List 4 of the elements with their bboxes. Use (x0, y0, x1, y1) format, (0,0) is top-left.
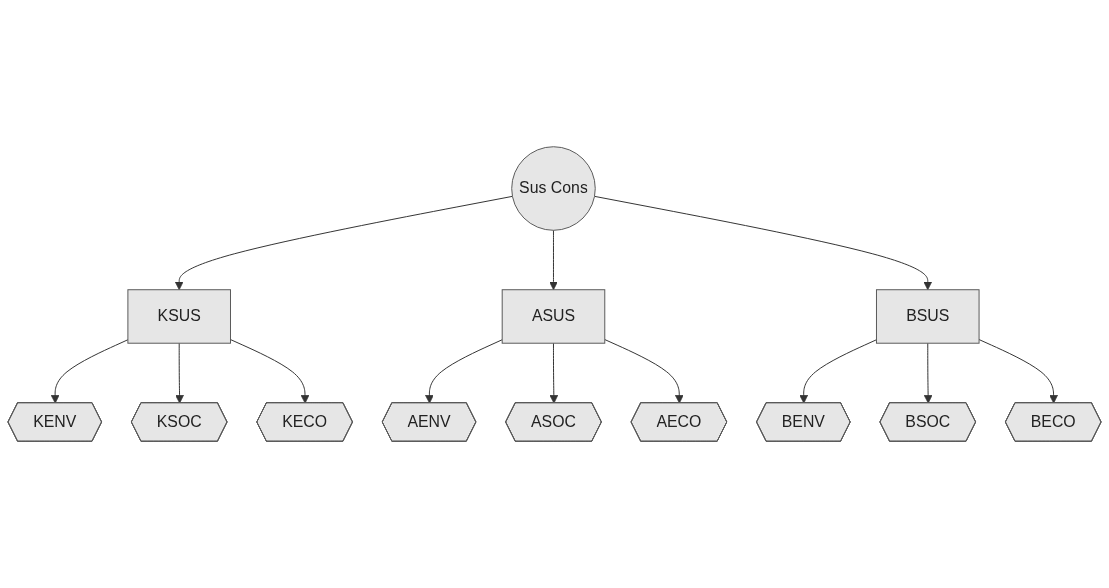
node-circle: Sus Cons (511, 146, 596, 231)
node-box: BSUS (875, 289, 980, 344)
node-box: KSUS (127, 289, 231, 344)
node-box: ASUS (501, 289, 606, 344)
